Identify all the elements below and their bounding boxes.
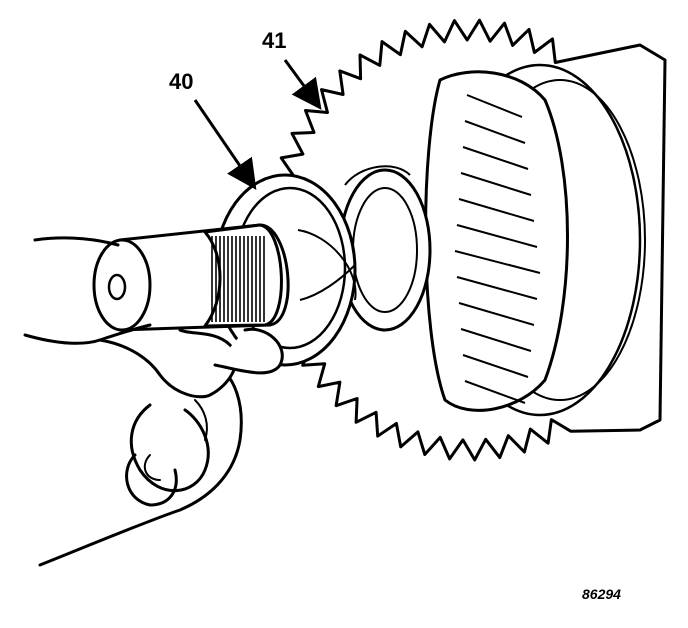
leader-line-41 [283,59,322,110]
helical-tooth [458,198,535,222]
helical-tooth [460,328,532,352]
helical-tooth [454,250,541,274]
helical-tooth [462,354,529,378]
shaft-splines [211,236,265,322]
output-shaft [92,223,357,332]
helical-tooth [456,276,538,300]
helical-tooth [464,120,526,144]
callout-41-label: 41 [262,28,287,53]
helical-tooth [458,302,535,326]
shaft-pilot [107,273,127,301]
gear-hub-face [424,70,569,412]
figure-number: 86294 [582,586,621,602]
helical-tooth [460,172,532,196]
hand [23,236,284,567]
helical-tooth [464,380,526,404]
helical-tooth [466,94,523,118]
helical-tooth [462,146,529,170]
large-gear [265,18,667,462]
helical-teeth [454,94,541,404]
leader-line-40 [193,99,257,190]
helical-tooth [456,224,538,248]
callout-40-label: 40 [169,69,194,94]
